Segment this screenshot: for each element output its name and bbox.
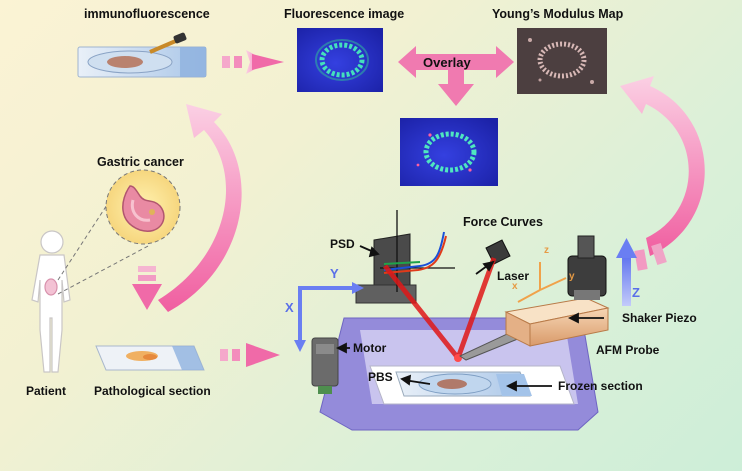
patient-figure [31,230,71,373]
shaker-piezo-label: Shaker Piezo [622,311,697,325]
psd-label: PSD [330,237,355,251]
fluorescence-image [297,28,383,92]
gastric-cancer-label: Gastric cancer [97,155,184,169]
curved-arrow-right [620,76,705,271]
pointer-arrows [335,245,604,392]
mini-axes [517,262,567,303]
arrow-down-stomach [132,266,162,310]
frozen-section-label: Frozen section [558,379,643,393]
arrow-path-to-stage [220,343,280,367]
overlay-label: Overlay [423,55,471,70]
motor [311,337,339,394]
fluorescence-image-label: Fluorescence image [284,7,405,21]
pathological-section-label: Pathological section [94,384,211,398]
arrow-immuno-to-fluorescence [222,50,284,74]
axis-z-label: Z [632,285,640,300]
pathological-slide [95,345,205,371]
mini-axis-x-label: x [512,281,518,292]
curved-arrow-left [158,104,242,312]
axis-x-label: X [285,300,294,315]
overlay-image [400,118,498,186]
stomach-zoom [57,169,181,295]
mini-axis-y-label: y [569,271,575,282]
immuno-slide [77,32,207,78]
axis-y-label: Y [330,266,339,281]
stage-axes [294,282,364,352]
afm-stage [319,317,599,431]
pbs-label: PBS [368,370,393,384]
force-curves-label: Force Curves [463,215,543,229]
laser-label: Laser [497,269,530,283]
force-curves-plot [380,210,455,292]
laser-source [485,239,511,265]
overlay-arrows [398,46,514,106]
patient-label: Patient [26,384,67,398]
afm-probe-label: AFM Probe [596,343,660,357]
youngs-modulus-image [517,28,607,94]
immunofluorescence-label: immunofluorescence [84,7,210,21]
youngs-modulus-label: Young’s Modulus Map [492,7,624,21]
z-arrow [616,238,637,306]
shaker-piezo [504,297,610,347]
mini-axis-z-label: z [544,245,549,256]
piezo-column [567,235,607,300]
motor-label: Motor [353,341,387,355]
